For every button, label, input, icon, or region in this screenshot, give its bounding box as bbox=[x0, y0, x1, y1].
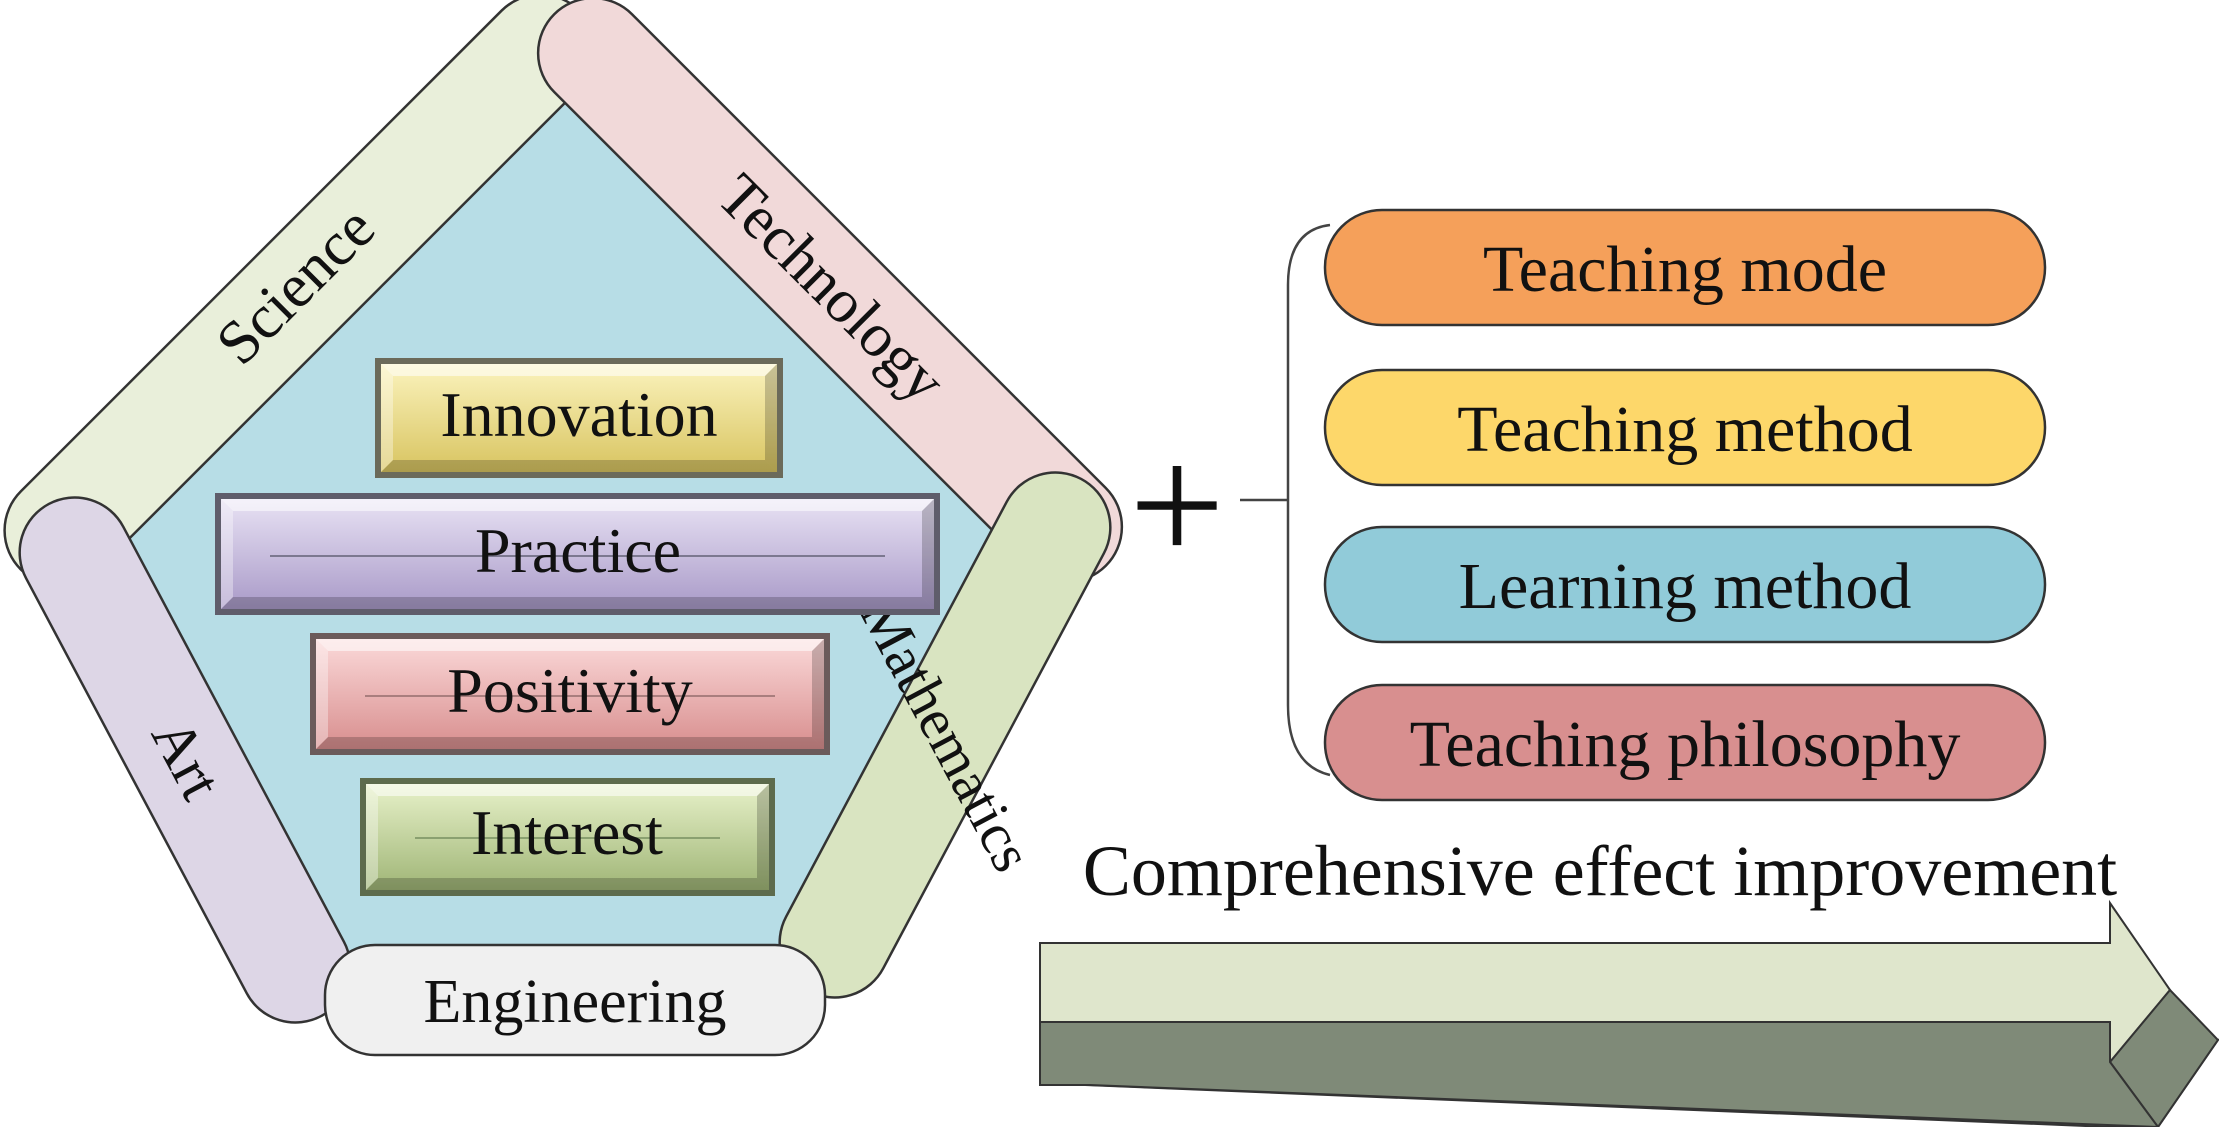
bracket bbox=[1286, 223, 1331, 777]
method-label-teaching-mode: Teaching mode bbox=[1483, 233, 1887, 306]
core-item-positivity: Positivity bbox=[310, 633, 830, 755]
core-label-innovation: Innovation bbox=[440, 379, 717, 450]
plus-symbol: + bbox=[1129, 411, 1225, 599]
arrow-caption: Comprehensive effect improvement bbox=[1083, 831, 2117, 911]
pentagon-side-art: Art bbox=[18, 496, 352, 1024]
method-label-learning-method: Learning method bbox=[1459, 550, 1912, 623]
method-pill-teaching-method: Teaching method bbox=[1323, 368, 2047, 487]
core-label-practice: Practice bbox=[475, 515, 681, 586]
core-item-practice: Practice bbox=[215, 493, 940, 615]
core-label-positivity: Positivity bbox=[447, 655, 692, 726]
method-label-teaching-method: Teaching method bbox=[1457, 393, 1912, 466]
method-pill-learning-method: Learning method bbox=[1323, 525, 2047, 644]
method-pill-teaching-philosophy: Teaching philosophy bbox=[1323, 683, 2047, 802]
pentagon-side-engineering: Engineering bbox=[323, 943, 827, 1057]
side-label-engineering: Engineering bbox=[423, 968, 726, 1036]
core-item-innovation: Innovation bbox=[375, 358, 783, 478]
method-pill-teaching-mode: Teaching mode bbox=[1323, 208, 2047, 327]
core-item-interest: Interest bbox=[360, 778, 775, 896]
method-label-teaching-philosophy: Teaching philosophy bbox=[1410, 708, 1961, 781]
improvement-arrow bbox=[1039, 899, 2219, 1129]
core-label-interest: Interest bbox=[471, 797, 663, 868]
